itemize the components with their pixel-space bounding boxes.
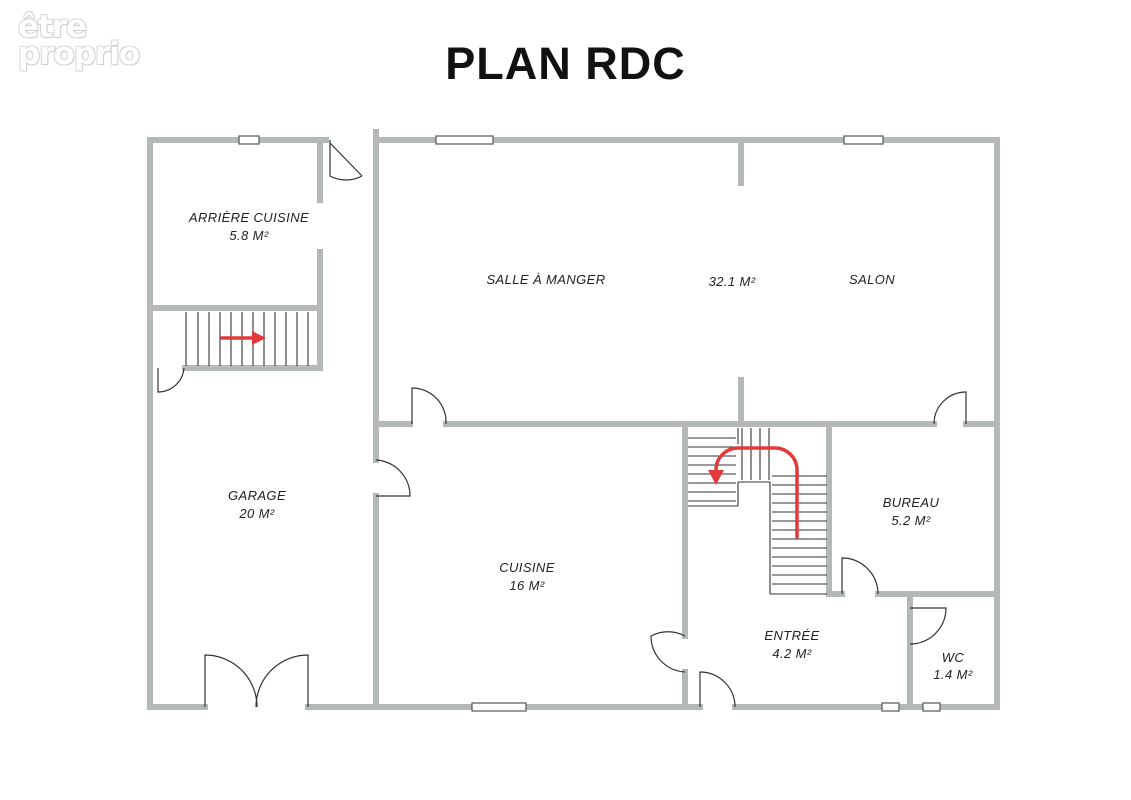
label-entree-name: ENTRÉE: [764, 628, 819, 643]
label-wc-name: WC: [942, 650, 965, 665]
window-cuisine-bottom: [471, 702, 527, 712]
label-wc-area: 1.4 M²: [933, 667, 973, 682]
window-salon-top: [843, 135, 884, 145]
door-sejour-left: [411, 387, 447, 425]
brand-logo: être proprio: [18, 9, 158, 72]
label-arriere-cuisine-name: ARRIÈRE CUISINE: [188, 210, 309, 225]
label-bureau-area: 5.2 M²: [891, 513, 931, 528]
label-salon: SALON: [849, 272, 895, 287]
label-garage-area: 20 M²: [238, 506, 275, 521]
label-cuisine-area: 16 M²: [509, 578, 545, 593]
window-sam-top: [435, 135, 494, 145]
label-entree-area: 4.2 M²: [772, 646, 812, 661]
label-bureau-name: BUREAU: [883, 495, 940, 510]
door-sejour-right: [933, 391, 967, 425]
stair-arrow-left: [220, 331, 266, 345]
door-garage-cuisine: [375, 459, 411, 497]
logo-line-2: proprio: [18, 36, 140, 72]
staircase-right: [688, 428, 827, 595]
window-ac-top: [238, 135, 260, 145]
windows: [238, 135, 941, 712]
label-salle-a-manger: SALLE À MANGER: [486, 272, 605, 287]
door-main-entrance: [699, 671, 736, 708]
label-garage-name: GARAGE: [228, 488, 286, 503]
door-top-ac: [329, 140, 363, 181]
label-sejour-area: 32.1 M²: [709, 274, 756, 289]
door-garage-left-leaf: [204, 654, 258, 708]
door-garage-right-leaf: [255, 654, 309, 708]
logo-line-1: être: [18, 9, 87, 45]
door-bureau: [841, 557, 879, 595]
page-title: PLAN RDC: [445, 38, 686, 89]
stair-arrow-right: [708, 446, 799, 539]
label-arriere-cuisine-area: 5.8 M²: [229, 228, 269, 243]
doors: [157, 140, 967, 708]
door-cuisine-entree: [650, 631, 686, 673]
door-stair-garage: [157, 367, 185, 393]
window-wc-bottom: [922, 702, 941, 712]
door-wc: [909, 607, 947, 645]
room-labels: ARRIÈRE CUISINE 5.8 M² SALLE À MANGER 32…: [188, 210, 973, 682]
label-cuisine-name: CUISINE: [499, 560, 555, 575]
door-top-ac-leaf: [329, 142, 363, 177]
window-entree-bottom: [881, 702, 900, 712]
